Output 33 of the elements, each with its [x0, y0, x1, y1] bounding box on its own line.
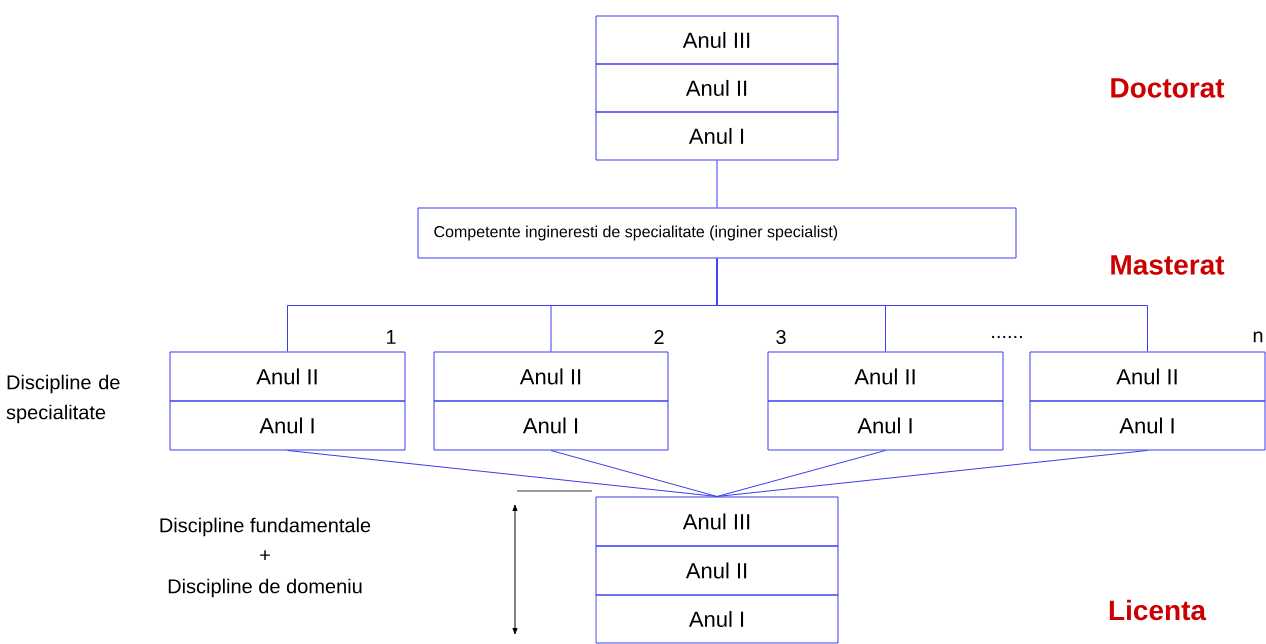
year-cell: Anul II — [169, 351, 406, 402]
year-cell: Anul I — [433, 400, 669, 451]
branch-number: 1 — [386, 330, 396, 344]
connector-line — [716, 160, 718, 208]
connector-line — [716, 450, 886, 497]
year-cell: Anul I — [767, 400, 1004, 451]
side-label: + — [260, 550, 270, 560]
side-label: Discipline de domeniu — [168, 578, 362, 598]
level-heading: Doctorat — [1111, 78, 1225, 98]
competence-box: Competente ingineresti de specialitate (inginer specialist) — [417, 207, 1017, 259]
level-heading: Licenta — [1109, 599, 1207, 621]
year-cell: Anul II — [595, 63, 839, 113]
year-cell: Anul II — [595, 545, 839, 596]
year-cell: Anul I — [595, 594, 839, 644]
year-cell: Anul I — [595, 111, 839, 161]
branch-number: ...... — [992, 335, 1022, 339]
connector-line — [550, 450, 718, 497]
connector-line — [287, 450, 718, 497]
branch-number: 2 — [654, 330, 664, 344]
level-heading: Masterat — [1111, 255, 1225, 275]
year-cell: Anul II — [767, 351, 1004, 402]
year-cell: Anul I — [1029, 400, 1266, 451]
side-label: Discipline de specialitate — [6, 374, 120, 424]
branch-number: n — [1253, 331, 1263, 343]
year-cell: Anul III — [595, 15, 839, 65]
connector-line — [716, 450, 1148, 497]
year-cell: Anul II — [433, 351, 669, 402]
side-label: Discipline fundamentale — [160, 517, 371, 537]
year-cell: Anul I — [169, 400, 406, 451]
year-cell: Anul II — [1029, 351, 1266, 402]
branch-number: 3 — [776, 329, 786, 345]
connector-line — [716, 258, 1148, 352]
year-cell: Anul III — [595, 496, 839, 547]
